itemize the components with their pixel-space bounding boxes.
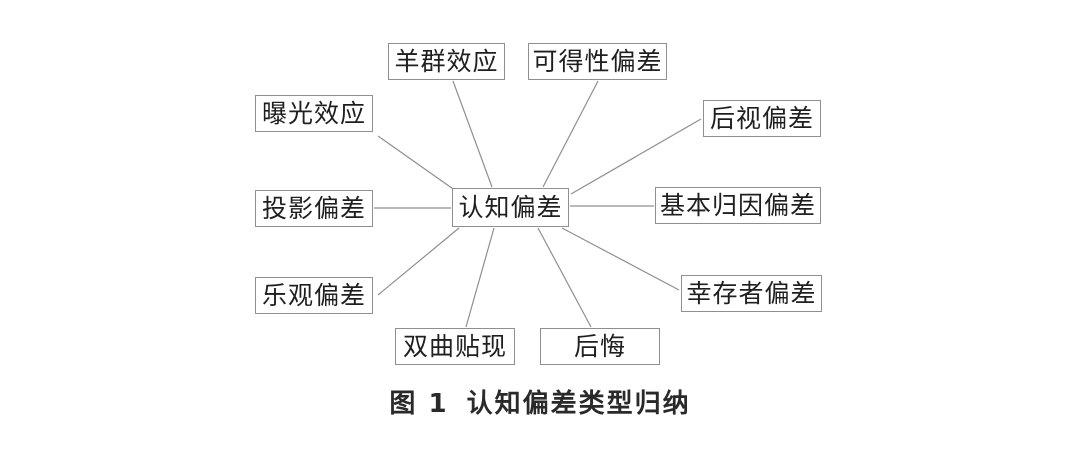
node-hindsight-bias: 后视偏差 (703, 100, 821, 137)
edge-exposure-effect (377, 135, 457, 192)
node-availability-bias: 可得性偏差 (528, 43, 667, 80)
node-optimism-bias: 乐观偏差 (255, 277, 373, 314)
edge-survivorship-bias (561, 227, 680, 291)
edge-availability-bias (542, 80, 599, 188)
node-exposure-effect: 曝光效应 (255, 95, 373, 132)
edge-hindsight-bias (570, 118, 702, 195)
edge-regret (537, 227, 592, 328)
node-projection-bias: 投影偏差 (255, 190, 373, 227)
node-herd-effect: 羊群效应 (388, 43, 505, 80)
node-hyperbolic-discounting: 双曲贴现 (395, 328, 515, 365)
node-center-cognitive-bias: 认知偏差 (452, 188, 569, 227)
edge-hyperbolic-discounting (465, 227, 495, 328)
figure-caption: 图 1 认知偏差类型归纳 (0, 383, 1080, 420)
edge-optimism-bias (377, 227, 460, 296)
node-survivorship-bias: 幸存者偏差 (681, 275, 822, 312)
node-fundamental-attribution-bias: 基本归因偏差 (655, 187, 821, 224)
caption-title: 认知偏差类型归纳 (466, 389, 691, 419)
caption-figure-number: 图 1 (389, 389, 449, 419)
node-regret: 后悔 (540, 328, 660, 365)
edge-herd-effect (452, 80, 493, 188)
